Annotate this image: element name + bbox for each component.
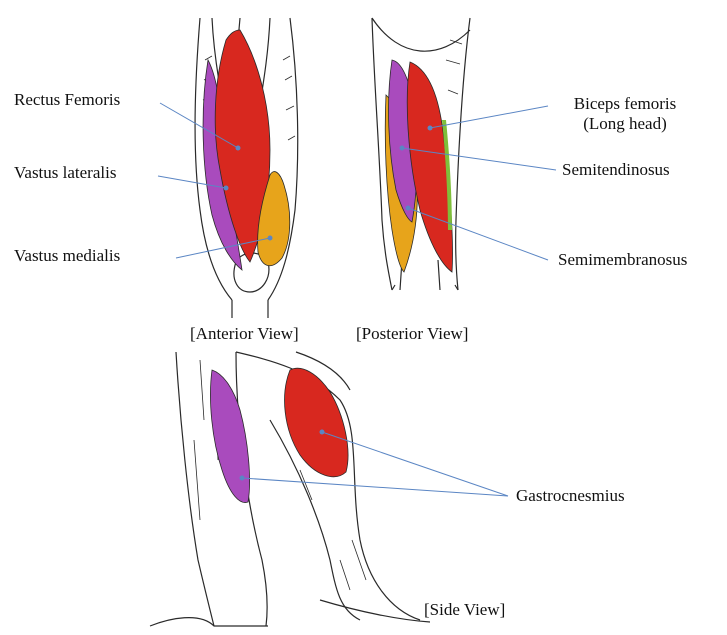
leader-gastrocnemius-lateral — [242, 478, 508, 496]
caption-posterior-view: [Posterior View] — [356, 324, 468, 344]
dot-gastrocnemius-posterior — [320, 430, 325, 435]
side-gastrocnemius-lateral-muscle — [210, 370, 249, 503]
dot-semimembranosus — [406, 206, 411, 211]
label-rectus-femoris: Rectus Femoris — [14, 90, 120, 110]
side-gastrocnemius-posterior-muscle — [285, 368, 348, 476]
dot-vastus-medialis — [268, 236, 273, 241]
dot-vastus-lateralis — [224, 186, 229, 191]
caption-side-view: [Side View] — [424, 600, 505, 620]
label-semitendinosus: Semitendinosus — [562, 160, 670, 180]
dot-rectus-femoris — [236, 146, 241, 151]
biceps-femoris-muscle — [407, 62, 452, 272]
label-biceps-femoris: Biceps femoris (Long head) — [550, 94, 700, 134]
label-semimembranosus: Semimembranosus — [558, 250, 687, 270]
label-gastrocnemius: Gastrocnesmius — [516, 486, 625, 506]
label-biceps-femoris-line2: (Long head) — [550, 114, 700, 134]
dot-semitendinosus — [400, 146, 405, 151]
leader-gastrocnemius-posterior — [322, 432, 508, 496]
caption-anterior-view: [Anterior View] — [190, 324, 299, 344]
label-vastus-lateralis: Vastus lateralis — [14, 163, 116, 183]
label-vastus-medialis: Vastus medialis — [14, 246, 120, 266]
dot-biceps-femoris — [428, 126, 433, 131]
leader-biceps-femoris — [430, 106, 548, 128]
dot-gastrocnemius-lateral — [240, 476, 245, 481]
label-biceps-femoris-line1: Biceps femoris — [550, 94, 700, 114]
